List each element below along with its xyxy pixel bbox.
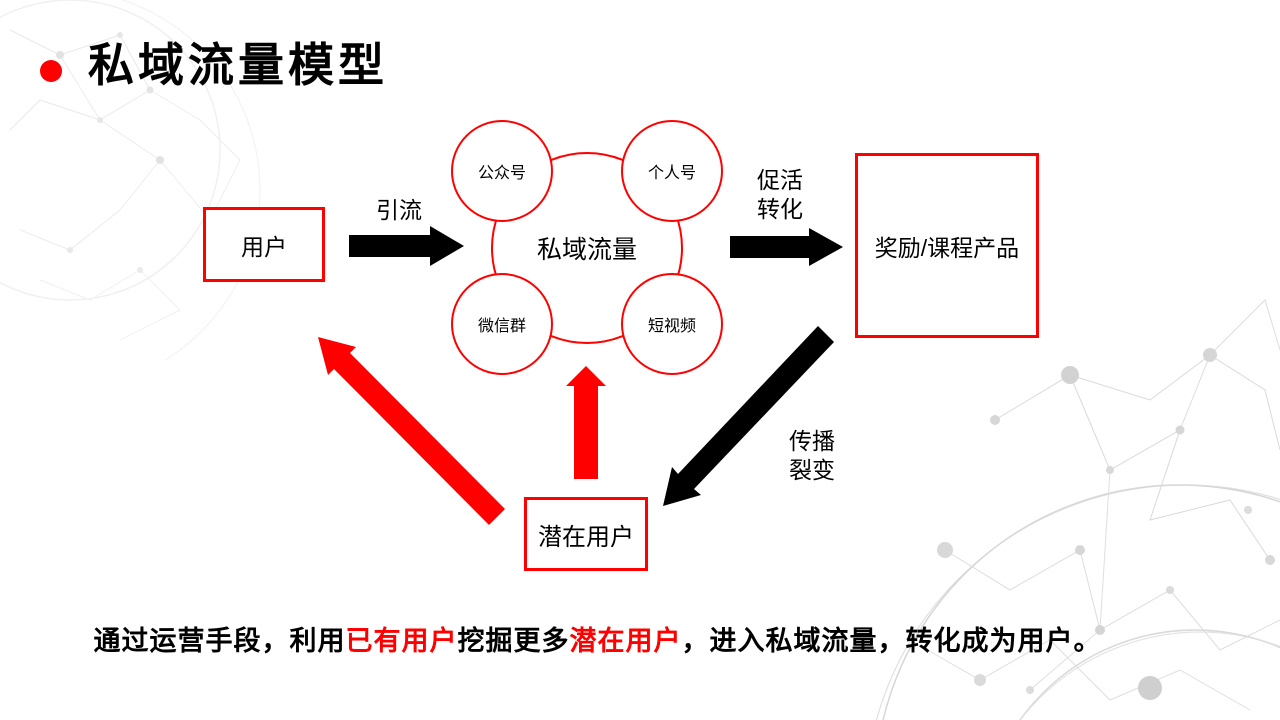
hub-node-label: 公众号 [477,165,526,182]
activate-label: 促活 转化 [730,166,830,224]
hub-center-label: 私域流量 [536,236,637,264]
hub-node-personal-account: 个人号 [621,120,723,222]
reward-box: 奖励/课程产品 [855,153,1039,338]
footer-part3: 挖掘更多 [457,626,570,656]
fission-label: 传播 裂变 [762,427,862,485]
activate-label-line2: 转化 [757,196,803,222]
hub-node-label: 短视频 [647,318,696,335]
hub-node-label: 个人号 [647,165,696,182]
footer-potential-users-highlight: 潜在用户 [569,626,682,656]
title-bullet-icon [40,59,62,82]
potential-user-box-label: 潜在用户 [538,523,634,551]
user-box: 用户 [203,207,325,282]
hub-node-official-account: 公众号 [451,120,553,222]
user-box-label: 用户 [241,233,287,260]
inflow-arrow [349,226,464,266]
footer-part5: ，进入私域流量，转化成为用户。 [681,626,1102,656]
footer-summary: 通过运营手段，利用已有用户挖掘更多潜在用户，进入私域流量，转化成为用户。 [0,619,1195,658]
hub-node-wechat-group: 微信群 [451,273,553,375]
potential-user-box: 潜在用户 [524,497,648,571]
feedback-diagonal-arrow [318,337,505,525]
footer-existing-users-highlight: 已有用户 [345,626,458,656]
title-row: 私域流量模型 [40,38,388,93]
fission-label-line1: 传播 [789,428,835,454]
inflow-label: 引流 [376,197,422,223]
fission-label-line2: 裂变 [789,457,835,483]
activate-arrow [730,228,843,266]
footer-part1: 通过运营手段，利用 [93,626,346,656]
hub-node-label: 微信群 [477,318,526,335]
feedback-vertical-arrow [566,366,606,479]
hub-node-short-video: 短视频 [621,273,723,375]
slide-title: 私域流量模型 [88,39,388,91]
reward-box-label: 奖励/课程产品 [874,234,1020,261]
fission-arrow [663,326,834,506]
activate-label-line1: 促活 [757,167,803,193]
